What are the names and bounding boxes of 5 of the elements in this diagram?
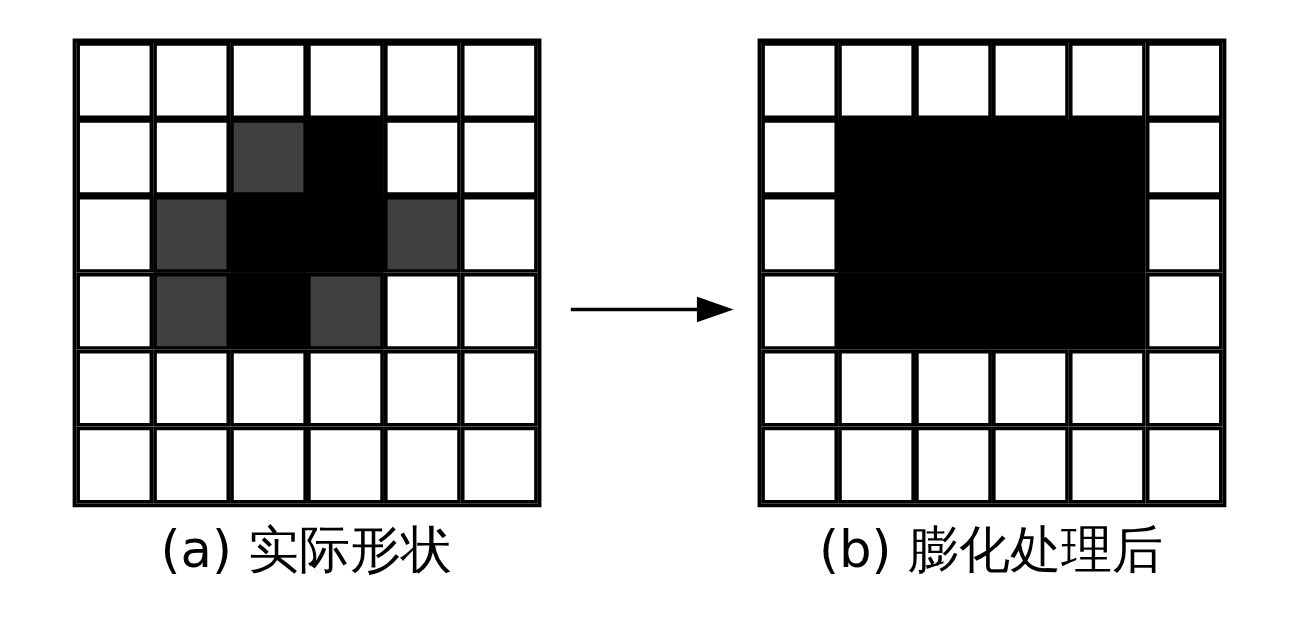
node-picture (72, 38, 542, 508)
node-label: (b) 膨化处理后 (818, 518, 1163, 579)
arrow (570, 296, 734, 323)
node-label: (a) 实际形状 (160, 518, 453, 579)
node-picture (757, 38, 1227, 508)
